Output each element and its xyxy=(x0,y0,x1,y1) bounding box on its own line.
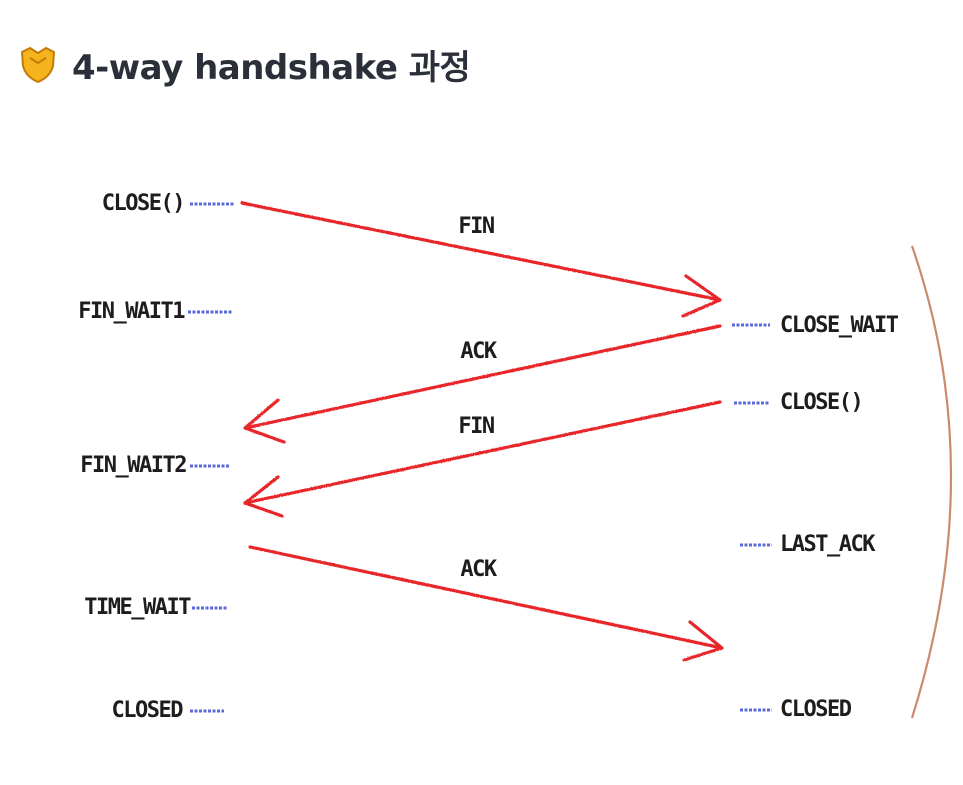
server-bracket xyxy=(910,245,953,719)
server-state-close: CLOSE() xyxy=(780,390,862,415)
arrow-ack-1 xyxy=(243,324,722,444)
message-label-ack-2: ACK xyxy=(460,557,497,582)
arrow-fin-2 xyxy=(243,400,722,518)
client-ticks xyxy=(188,202,234,713)
message-label-fin-1: FIN xyxy=(458,214,493,239)
client-state-fin-wait1: FIN_WAIT1 xyxy=(78,299,185,324)
message-label-ack-1: ACK xyxy=(460,339,497,364)
page-title: 4-way handshake 과정 xyxy=(72,47,471,88)
server-state-close-wait: CLOSE_WAIT xyxy=(780,313,899,338)
client-state-closed: CLOSED xyxy=(112,698,184,723)
arrow-fin-1 xyxy=(240,201,722,318)
client-state-fin-wait2: FIN_WAIT2 xyxy=(80,453,186,478)
title-row: 4-way handshake 과정 xyxy=(18,36,471,92)
message-label-fin-2: FIN xyxy=(458,414,493,439)
client-state-close: CLOSE() xyxy=(102,191,184,216)
client-state-time-wait: TIME_WAIT xyxy=(84,595,191,620)
arrow-ack-2 xyxy=(248,545,724,662)
server-state-closed: CLOSED xyxy=(780,697,852,722)
server-state-last-ack: LAST_ACK xyxy=(780,532,876,557)
server-ticks xyxy=(732,323,772,712)
shield-badge-icon xyxy=(21,47,55,83)
